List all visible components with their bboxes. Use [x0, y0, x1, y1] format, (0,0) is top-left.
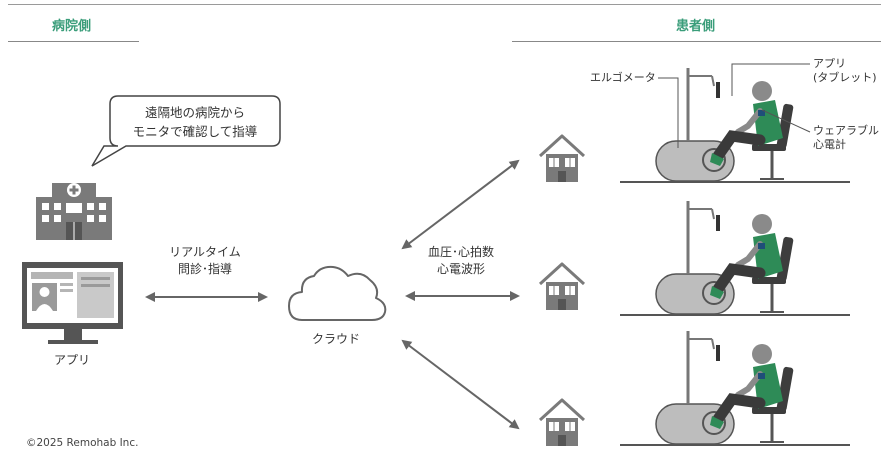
- wearable-label-line-1: ウェアラブル: [813, 124, 879, 137]
- arrow-cloud-home-3: [401, 339, 520, 430]
- patient-side-underline: [512, 41, 881, 42]
- cloud-label: クラウド: [311, 332, 360, 346]
- ergometer-label: エルゴメータ: [590, 71, 656, 84]
- tablet-label-line-1: アプリ: [813, 57, 846, 70]
- wearable-label: ウェアラブル 心電計: [813, 124, 879, 152]
- rehab-scene-2: [620, 201, 850, 315]
- hospital-side-underline: [8, 41, 139, 42]
- top-rule: [8, 4, 881, 5]
- callout-lines: [658, 63, 811, 148]
- realtime-label: リアルタイム 問診･指導: [150, 244, 260, 278]
- vitals-label: 血圧･心拍数 心電波形: [408, 244, 514, 278]
- copyright: ©2025 Remohab Inc.: [26, 437, 139, 449]
- tablet-label: アプリ (タブレット): [813, 57, 877, 85]
- home-icon-3: [538, 398, 586, 448]
- realtime-label-line-1: リアルタイム: [169, 245, 241, 259]
- speech-bubble-text: 遠隔地の病院から モニタで確認して指導: [112, 103, 278, 141]
- home-icon-1: [538, 134, 586, 184]
- vitals-label-line-1: 血圧･心拍数: [427, 245, 494, 259]
- rehab-scene-3: [620, 331, 850, 445]
- home-icon-2: [538, 262, 586, 312]
- speech-bubble-line-1: 遠隔地の病院から: [144, 105, 245, 120]
- monitor-icon: [22, 262, 123, 344]
- patient-side-title: 患者側: [676, 19, 716, 34]
- cloud-icon: [288, 265, 387, 321]
- hospital-side-title: 病院側: [52, 19, 92, 34]
- vitals-label-line-2: 心電波形: [436, 262, 485, 276]
- speech-bubble: [91, 95, 281, 167]
- realtime-label-line-2: 問診･指導: [177, 262, 232, 276]
- speech-bubble-line-2: モニタで確認して指導: [132, 124, 258, 139]
- wearable-label-line-2: 心電計: [813, 138, 846, 151]
- tablet-label-line-2: (タブレット): [813, 71, 877, 84]
- hospital-icon: [36, 183, 112, 240]
- arrow-cloud-home-1: [401, 159, 520, 250]
- app-label: アプリ: [53, 353, 90, 367]
